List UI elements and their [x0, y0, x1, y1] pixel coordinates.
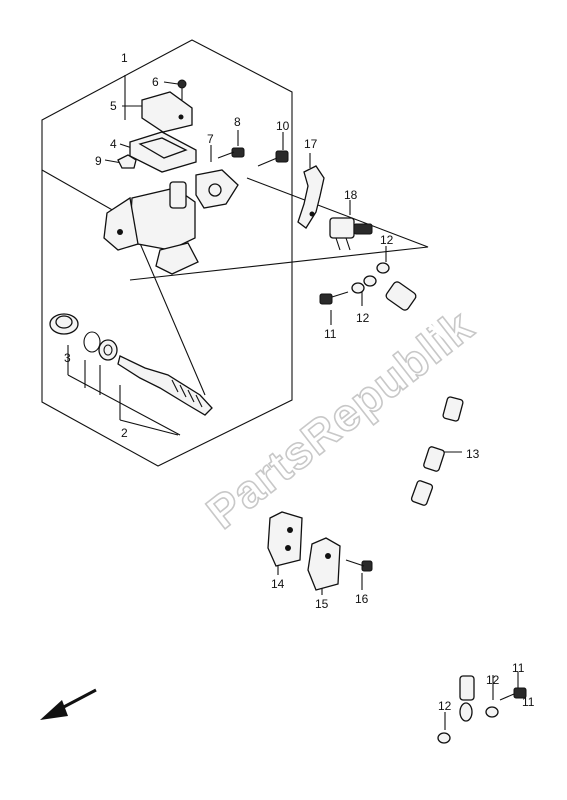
plate-9 — [117, 154, 137, 169]
callout-leaders — [67, 75, 519, 730]
reservoir-cap — [141, 91, 193, 133]
diaphragm — [129, 131, 197, 173]
label-12d: 12 — [438, 699, 452, 713]
banjo-bolt-lower — [499, 687, 527, 701]
sealing-washers — [351, 262, 499, 744]
label-4: 4 — [110, 137, 117, 151]
piston-assembly — [117, 355, 213, 416]
assembly-frame — [41, 39, 293, 467]
label-11b: 11 — [512, 661, 525, 675]
screw-6 — [177, 79, 187, 100]
part-labels: 1 2 3 4 5 6 7 8 9 10 11 11 11 12 12 12 1… — [64, 51, 535, 713]
label-12c: 12 — [486, 673, 500, 687]
label-7: 7 — [207, 132, 214, 146]
hose-clamp-15 — [307, 537, 341, 591]
label-13: 13 — [466, 447, 480, 461]
clutch-lever — [297, 165, 325, 229]
label-14: 14 — [271, 577, 285, 591]
label-12a: 12 — [380, 233, 394, 247]
label-6: 6 — [152, 75, 159, 89]
label-17: 17 — [304, 137, 318, 151]
label-3: 3 — [64, 351, 71, 365]
master-cylinder-body — [103, 181, 199, 275]
clutch-switch — [329, 217, 373, 251]
arrow-down-left-icon — [40, 688, 97, 720]
label-8: 8 — [234, 115, 241, 129]
label-12b: 12 — [356, 311, 370, 325]
banjo-bolt-upper — [319, 291, 349, 305]
bolt-8 — [217, 147, 245, 159]
label-2: 2 — [121, 426, 128, 440]
label-18: 18 — [344, 188, 358, 202]
circlip — [83, 331, 101, 353]
label-11a: 11 — [324, 327, 337, 341]
label-1: 1 — [121, 51, 128, 65]
piston-boot — [49, 313, 79, 335]
hose-fittings — [385, 281, 475, 722]
bolt-10 — [257, 150, 289, 167]
label-11c: 11 — [522, 695, 535, 709]
label-9: 9 — [95, 154, 102, 168]
label-5: 5 — [110, 99, 117, 113]
hose-clamp-14 — [267, 511, 303, 567]
bolt-16 — [345, 559, 373, 572]
label-10: 10 — [276, 119, 290, 133]
washer — [98, 339, 118, 361]
label-15: 15 — [315, 597, 329, 611]
holder-clamp — [195, 169, 239, 209]
label-16: 16 — [355, 592, 369, 606]
